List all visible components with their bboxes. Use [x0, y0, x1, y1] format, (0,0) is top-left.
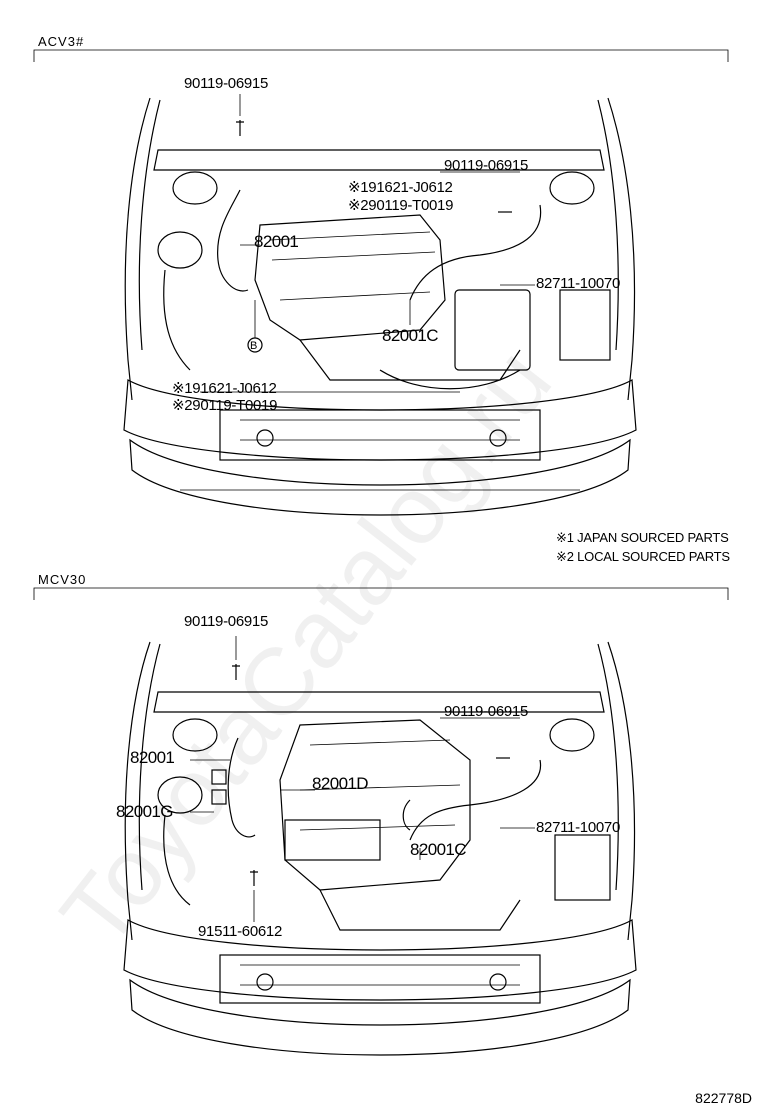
part-label: 90119-06915 — [444, 703, 529, 720]
bottom-engine-bay — [123, 636, 637, 1056]
reference-number: 822778D — [695, 1090, 752, 1106]
part-label: 82001G — [116, 802, 174, 821]
part-label: 90119-06915 — [184, 75, 269, 92]
part-label: ※290119-T0019 — [172, 397, 278, 414]
part-label: 82001C — [410, 840, 467, 859]
part-label: 82001D — [312, 774, 369, 793]
part-label: 82711-10070 — [536, 819, 621, 836]
section-title-bottom: MCV30 — [38, 572, 87, 587]
note-japan-sourced: ※1 JAPAN SOURCED PARTS — [556, 530, 729, 545]
part-label: 82001 — [254, 232, 299, 251]
part-label: ※290119-T0019 — [348, 197, 454, 214]
part-label: 91511-60612 — [198, 923, 283, 940]
circle-label-b: B — [250, 340, 258, 352]
part-label: 82711-10070 — [536, 275, 621, 292]
part-label: 90119-06915 — [444, 157, 529, 174]
part-label: 82001C — [382, 326, 439, 345]
section-title-top: ACV3# — [38, 34, 85, 49]
part-label: ※191621-J0612 — [172, 380, 277, 397]
part-label: 82001 — [130, 748, 175, 767]
section-bracket-top — [33, 49, 729, 62]
note-local-sourced: ※2 LOCAL SOURCED PARTS — [556, 549, 730, 564]
part-label: ※191621-J0612 — [348, 179, 453, 196]
top-engine-bay — [123, 94, 637, 516]
section-bracket-bottom — [33, 587, 729, 600]
part-label: 90119-06915 — [184, 613, 269, 630]
